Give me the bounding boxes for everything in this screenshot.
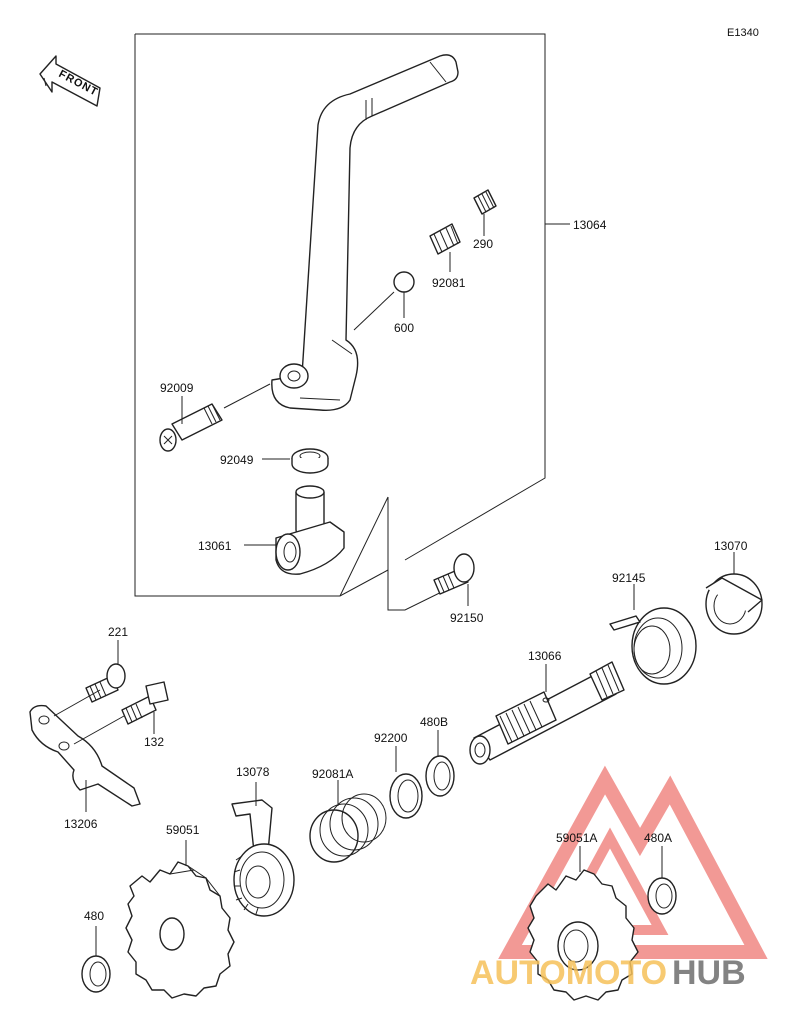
part-13078-ratchet: 13078 [231,765,295,917]
part-59051-gear: 59051 [125,823,235,999]
kick-pedal-lever [271,54,459,411]
label-13078: 13078 [236,765,270,779]
label-59051A: 59051A [556,831,597,845]
label-221: 221 [108,625,128,639]
diagram-code: E1340 [727,27,759,39]
part-480-circlip: 480 [81,909,111,993]
label-600: 600 [394,321,414,335]
label-92009: 92009 [160,381,194,395]
watermark-text-automoto: AUTOMOTO [470,954,667,992]
part-221-bolt: 221 [85,625,128,703]
label-13061: 13061 [198,539,232,553]
label-92081: 92081 [432,276,466,290]
part-92145-spring: 92145 [609,571,697,685]
part-92200-washer: 92200 [374,731,423,819]
part-290-spring: 290 [473,189,497,251]
assembly-outline-13064 [134,33,546,611]
part-13061-boss: 13061 [198,485,345,575]
label-132: 132 [144,735,164,749]
label-92081A: 92081A [312,767,353,781]
label-13066: 13066 [528,649,562,663]
part-480A-circlip: 480A [644,831,677,915]
part-92081-spring: 92081 [429,223,466,290]
label-92049: 92049 [220,453,254,467]
part-132-bolt: 132 [121,681,169,749]
label-92145: 92145 [612,571,646,585]
label-92150: 92150 [450,611,484,625]
part-92049-washer: 92049 [220,448,329,474]
label-480A: 480A [644,831,672,845]
part-13206-plate: 13206 [29,689,141,831]
label-480B: 480B [420,715,448,729]
front-arrow-icon: FRONT [39,55,101,107]
part-600-ball: 600 [353,271,415,335]
label-480: 480 [84,909,104,923]
part-13066-shaft: 13066 [469,649,625,765]
part-59051A-gear: 59051A [527,831,639,1001]
part-92081A-spring: 92081A [309,767,387,863]
label-13064: 13064 [573,218,607,232]
label-290: 290 [473,237,493,251]
label-13070: 13070 [714,539,748,553]
part-92009-bolt: 92009 [159,381,271,452]
label-13206: 13206 [64,817,98,831]
label-59051: 59051 [166,823,200,837]
label-92200: 92200 [374,731,408,745]
part-480B-circlip: 480B [420,715,455,797]
watermark-text-hub: HUB [672,954,746,992]
part-13070-collar: 13070 [705,539,763,635]
part-92150-bolt: 92150 [433,553,484,625]
